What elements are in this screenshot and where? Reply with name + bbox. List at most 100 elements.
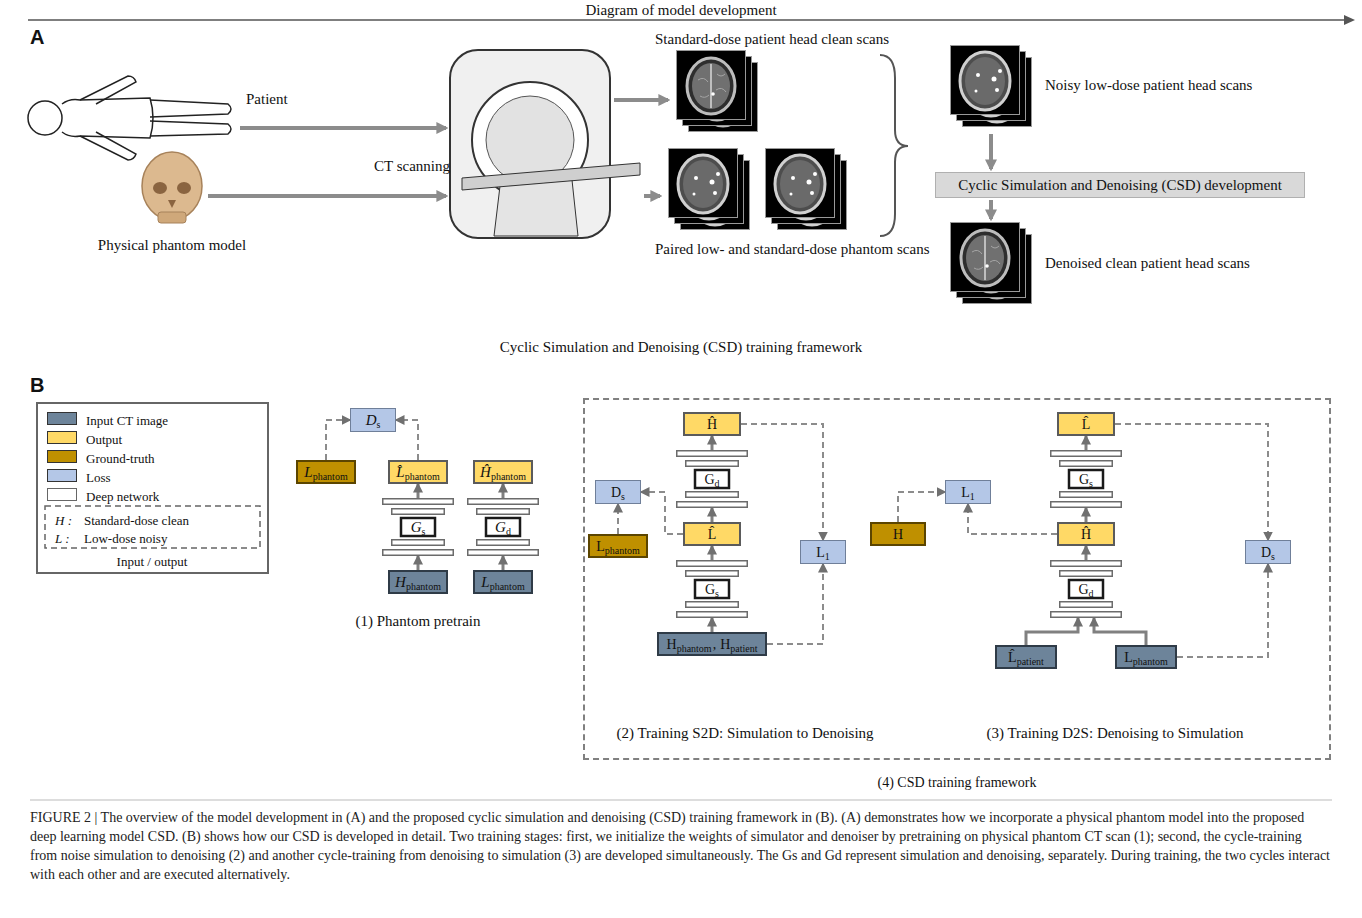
input-box: Hphantom bbox=[388, 570, 448, 594]
label-anchor: Standard-dose clean bbox=[84, 511, 189, 529]
symbol-meaning: Low-dose noisy bbox=[84, 531, 167, 546]
scan-stack bbox=[677, 51, 758, 132]
subscript: s bbox=[376, 419, 380, 430]
legend-text: Loss bbox=[86, 470, 111, 485]
subscript: d bbox=[715, 478, 720, 489]
loss-box: Ds bbox=[595, 480, 641, 504]
subscript: 1 bbox=[970, 491, 975, 502]
node-text: Hphantom bbox=[395, 574, 441, 590]
text-label: Patient bbox=[246, 91, 288, 107]
flow-arrows bbox=[208, 100, 991, 219]
ct-scanner bbox=[450, 50, 640, 238]
network-layer bbox=[677, 451, 748, 457]
loss-connector bbox=[396, 420, 418, 460]
network-core bbox=[1069, 470, 1103, 488]
input-box: Hphantom,Hpatient bbox=[657, 632, 767, 656]
patient-outline bbox=[28, 76, 231, 160]
label-anchor: Input / output bbox=[117, 552, 188, 570]
node-text: Hphantom,Hpatient bbox=[667, 636, 758, 652]
caption-rule bbox=[30, 800, 1332, 801]
loss-connector bbox=[326, 420, 350, 460]
node-text: L̂ bbox=[708, 526, 717, 542]
legend-entry: Input CT image bbox=[86, 411, 168, 429]
node-text: L̂patient bbox=[1008, 649, 1044, 665]
panel-letter: A bbox=[30, 26, 44, 48]
symbol-letter: D bbox=[611, 485, 621, 500]
flow-connector bbox=[711, 508, 714, 522]
flow-connector bbox=[711, 436, 714, 450]
symbol-letter: , bbox=[713, 637, 717, 652]
label-anchor: Standard-dose patient head clean scans bbox=[655, 30, 889, 48]
output-box: L̂ bbox=[1057, 412, 1115, 436]
symbol-letter: L̂ bbox=[1008, 650, 1017, 665]
node-text: Ds bbox=[366, 412, 381, 428]
network-layer bbox=[686, 571, 739, 577]
legend-entry: Loss bbox=[86, 468, 111, 486]
ground-truth-box: H bbox=[870, 522, 926, 546]
network-layer bbox=[677, 561, 748, 567]
flow-connector bbox=[1085, 508, 1088, 522]
curly-brace bbox=[880, 55, 908, 236]
symbol-letter: H bbox=[720, 637, 730, 652]
network-layer bbox=[686, 492, 739, 498]
subscript: d bbox=[506, 526, 511, 537]
flow-connector bbox=[417, 556, 420, 570]
label-anchor: Paired low- and standard-dose phantom sc… bbox=[655, 240, 930, 258]
input-box: L̂patient bbox=[995, 645, 1057, 669]
symbol-letter: H bbox=[893, 527, 903, 542]
symbol-letter: G bbox=[1078, 582, 1088, 597]
network-core bbox=[695, 580, 729, 598]
network-layer bbox=[1060, 571, 1113, 577]
loss-connector bbox=[741, 424, 823, 540]
symbol-key: H : bbox=[55, 513, 72, 528]
label-anchor: Patient bbox=[246, 90, 288, 108]
symbol-letter: L̂ bbox=[708, 527, 717, 542]
flow-connector bbox=[1094, 618, 1146, 645]
phantom-skull bbox=[142, 152, 202, 223]
network-block: Gd bbox=[676, 450, 748, 508]
symbol-letter: H bbox=[667, 637, 677, 652]
node-text: Gs bbox=[705, 581, 719, 597]
node-text: Lphantom bbox=[304, 464, 347, 480]
network-layer bbox=[468, 499, 539, 505]
loss-connector bbox=[1115, 424, 1268, 540]
flow-connector bbox=[1085, 546, 1088, 560]
label-anchor: Noisy low-dose patient head scans bbox=[1045, 76, 1252, 94]
symbol-letter: G bbox=[495, 519, 506, 535]
loss-connector bbox=[617, 504, 619, 534]
section-heading: Cyclic Simulation and Denoising (CSD) tr… bbox=[500, 339, 862, 355]
text-label: Standard-dose patient head clean scans bbox=[655, 31, 889, 47]
network-layer bbox=[1051, 502, 1122, 508]
network-layer bbox=[677, 502, 748, 508]
output-box: L̂phantom bbox=[388, 460, 448, 484]
network-layer bbox=[477, 540, 530, 546]
axis-title: Diagram of model development bbox=[585, 2, 776, 18]
text-label: Paired low- and standard-dose phantom sc… bbox=[655, 241, 930, 257]
node-text: Gs bbox=[1079, 471, 1093, 487]
legend-text: Deep network bbox=[86, 489, 159, 504]
legend-swatch bbox=[47, 469, 77, 482]
label-anchor: Diagram of model development bbox=[585, 1, 776, 19]
loss-connector bbox=[767, 564, 823, 644]
ground-truth-box: Lphantom bbox=[296, 460, 356, 484]
network-block: Gs bbox=[676, 560, 748, 618]
network-layer bbox=[1060, 461, 1113, 467]
node-text: Lphantom bbox=[481, 574, 524, 590]
legend-heading: Input / output bbox=[117, 554, 188, 569]
legend-swatch bbox=[47, 431, 77, 444]
symbol-letter: L bbox=[481, 574, 489, 590]
legend-swatch bbox=[47, 488, 77, 501]
text-label: Noisy low-dose patient head scans bbox=[1045, 77, 1252, 93]
network-core bbox=[401, 518, 435, 536]
network-layer bbox=[1051, 561, 1122, 567]
label-anchor: (3) Training D2S: Denoising to Simulatio… bbox=[986, 724, 1243, 742]
ground-truth-box: Lphantom bbox=[588, 534, 648, 558]
network-block: Gs bbox=[1050, 450, 1122, 508]
box-title: Cyclic Simulation and Denoising (CSD) de… bbox=[958, 177, 1282, 193]
text-label: CT scanning bbox=[374, 158, 450, 174]
label-anchor: L : bbox=[55, 529, 70, 547]
subscript: patient bbox=[1017, 656, 1044, 667]
symbol-letter: Ĥ bbox=[480, 464, 491, 480]
